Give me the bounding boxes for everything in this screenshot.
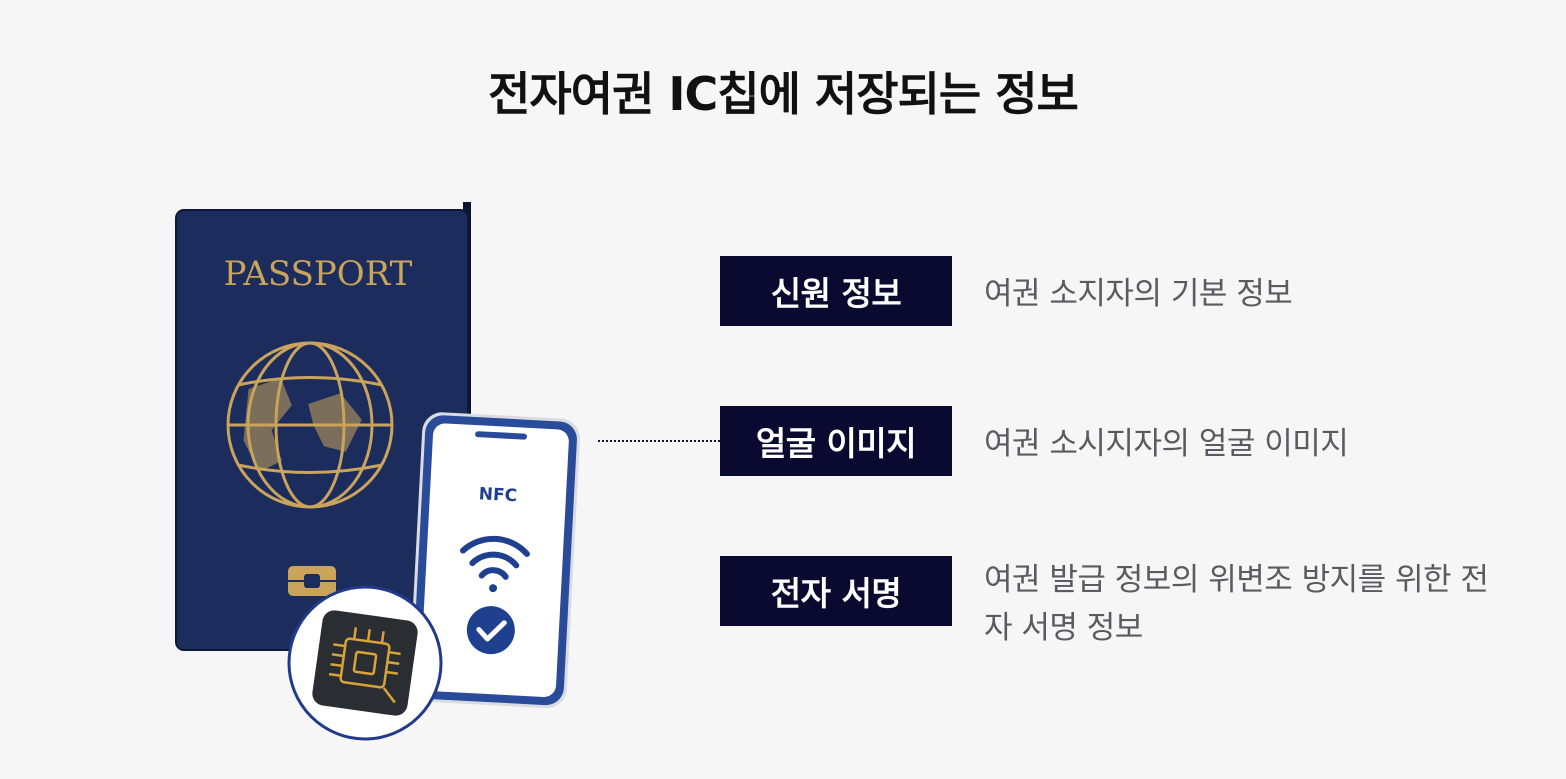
ic-chip-icon: [287, 585, 443, 741]
identity-description: 여권 소지자의 기본 정보: [984, 276, 1293, 312]
chip-symbol-icon: [288, 566, 336, 596]
globe-icon: [226, 341, 394, 509]
wifi-icon: [459, 535, 530, 593]
nfc-label: NFC: [478, 484, 517, 506]
passport-phone-graphic: PASSPORT NFC: [175, 202, 580, 741]
identity-label: 신원 정보: [720, 256, 952, 326]
page-title: 전자여권 IC칩에 저장되는 정보: [488, 67, 1079, 121]
connector-line: [598, 440, 720, 442]
signature-description: 여권 발급 정보의 위변조 방지를 위한 전자 서명 정보: [984, 562, 1489, 646]
phone-icon: NFC: [409, 412, 580, 709]
signature-label: 전자 서명: [720, 556, 952, 626]
passport-illustration: PASSPORT NFC: [160, 180, 620, 750]
check-icon: [466, 606, 515, 655]
face-image-description: 여권 소시지자의 얼굴 이미지: [984, 426, 1349, 462]
face-image-label: 얼굴 이미지: [720, 406, 952, 476]
passport-title: PASSPORT: [224, 254, 413, 294]
passport-icon: PASSPORT: [175, 202, 471, 651]
